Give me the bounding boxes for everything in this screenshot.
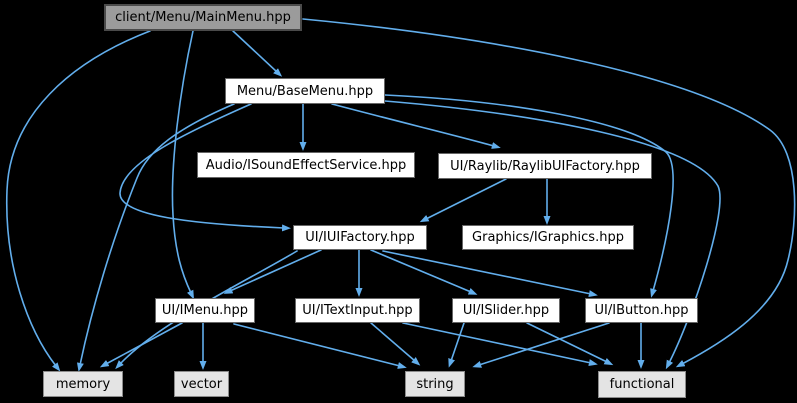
edge-islider-string	[448, 322, 465, 368]
node-string[interactable]: string	[405, 371, 465, 397]
edge-islider-functional	[526, 322, 614, 366]
edge-basemenu-raylibfactory	[331, 103, 501, 149]
edge-basemenu-iuifactory	[119, 103, 291, 232]
node-label: UI/IUIFactory.hpp	[305, 230, 415, 245]
node-label: Audio/ISoundEffectService.hpp	[205, 157, 407, 173]
node-vector[interactable]: vector	[174, 371, 229, 397]
node-functional[interactable]: functional	[598, 371, 686, 398]
node-label: string	[416, 376, 454, 392]
edge-itextinput-functional	[402, 322, 598, 367]
node-islider[interactable]: UI/ISlider.hpp	[452, 298, 560, 323]
edge-mainmenu-functional	[302, 18, 796, 368]
node-label: Menu/BaseMenu.hpp	[236, 83, 374, 99]
node-label: functional	[609, 377, 675, 392]
node-label: UI/ISlider.hpp	[462, 303, 550, 318]
edge-ibutton-string	[472, 322, 610, 368]
edge-iuifactory-ibutton	[382, 250, 598, 298]
node-label: memory	[55, 376, 111, 392]
node-basemenu[interactable]: Menu/BaseMenu.hpp	[225, 78, 385, 104]
node-itextinput[interactable]: UI/ITextInput.hpp	[295, 298, 420, 323]
edge-iuifactory-imenu	[223, 249, 322, 294]
node-igraphics[interactable]: Graphics/IGraphics.hpp	[462, 225, 634, 250]
edge-basemenu-memory	[76, 103, 235, 372]
node-label: UI/ITextInput.hpp	[302, 303, 413, 318]
node-raylibfactory[interactable]: UI/Raylib/RaylibUIFactory.hpp	[438, 153, 652, 179]
edge-mainmenu-memory	[5, 30, 151, 372]
edge-imenu-string	[233, 323, 407, 369]
node-label: UI/Raylib/RaylibUIFactory.hpp	[450, 158, 640, 174]
node-iuifactory[interactable]: UI/IUIFactory.hpp	[293, 225, 427, 250]
node-imenu[interactable]: UI/IMenu.hpp	[155, 298, 255, 323]
node-label: Graphics/IGraphics.hpp	[472, 230, 624, 245]
edge-iuifactory-islider	[370, 249, 478, 295]
node-mainmenu[interactable]: client/Menu/MainMenu.hpp	[104, 4, 302, 31]
edge-basemenu-ibutton	[384, 94, 674, 298]
node-label: client/Menu/MainMenu.hpp	[115, 10, 291, 25]
edge-raylibfactory-iuifactory	[419, 178, 507, 223]
node-ibutton[interactable]: UI/IButton.hpp	[585, 298, 698, 323]
edge-mainmenu-basemenu	[232, 30, 283, 77]
node-label: UI/IMenu.hpp	[161, 303, 249, 318]
edge-mainmenu-imenu	[171, 30, 194, 300]
edge-imenu-memory	[99, 322, 183, 368]
node-label: vector	[180, 376, 223, 392]
edge-itextinput-string	[370, 322, 421, 366]
edge-basemenu-functional	[384, 100, 721, 370]
node-label: UI/IButton.hpp	[594, 303, 689, 318]
node-memory[interactable]: memory	[43, 371, 123, 397]
node-isound[interactable]: Audio/ISoundEffectService.hpp	[197, 152, 415, 178]
